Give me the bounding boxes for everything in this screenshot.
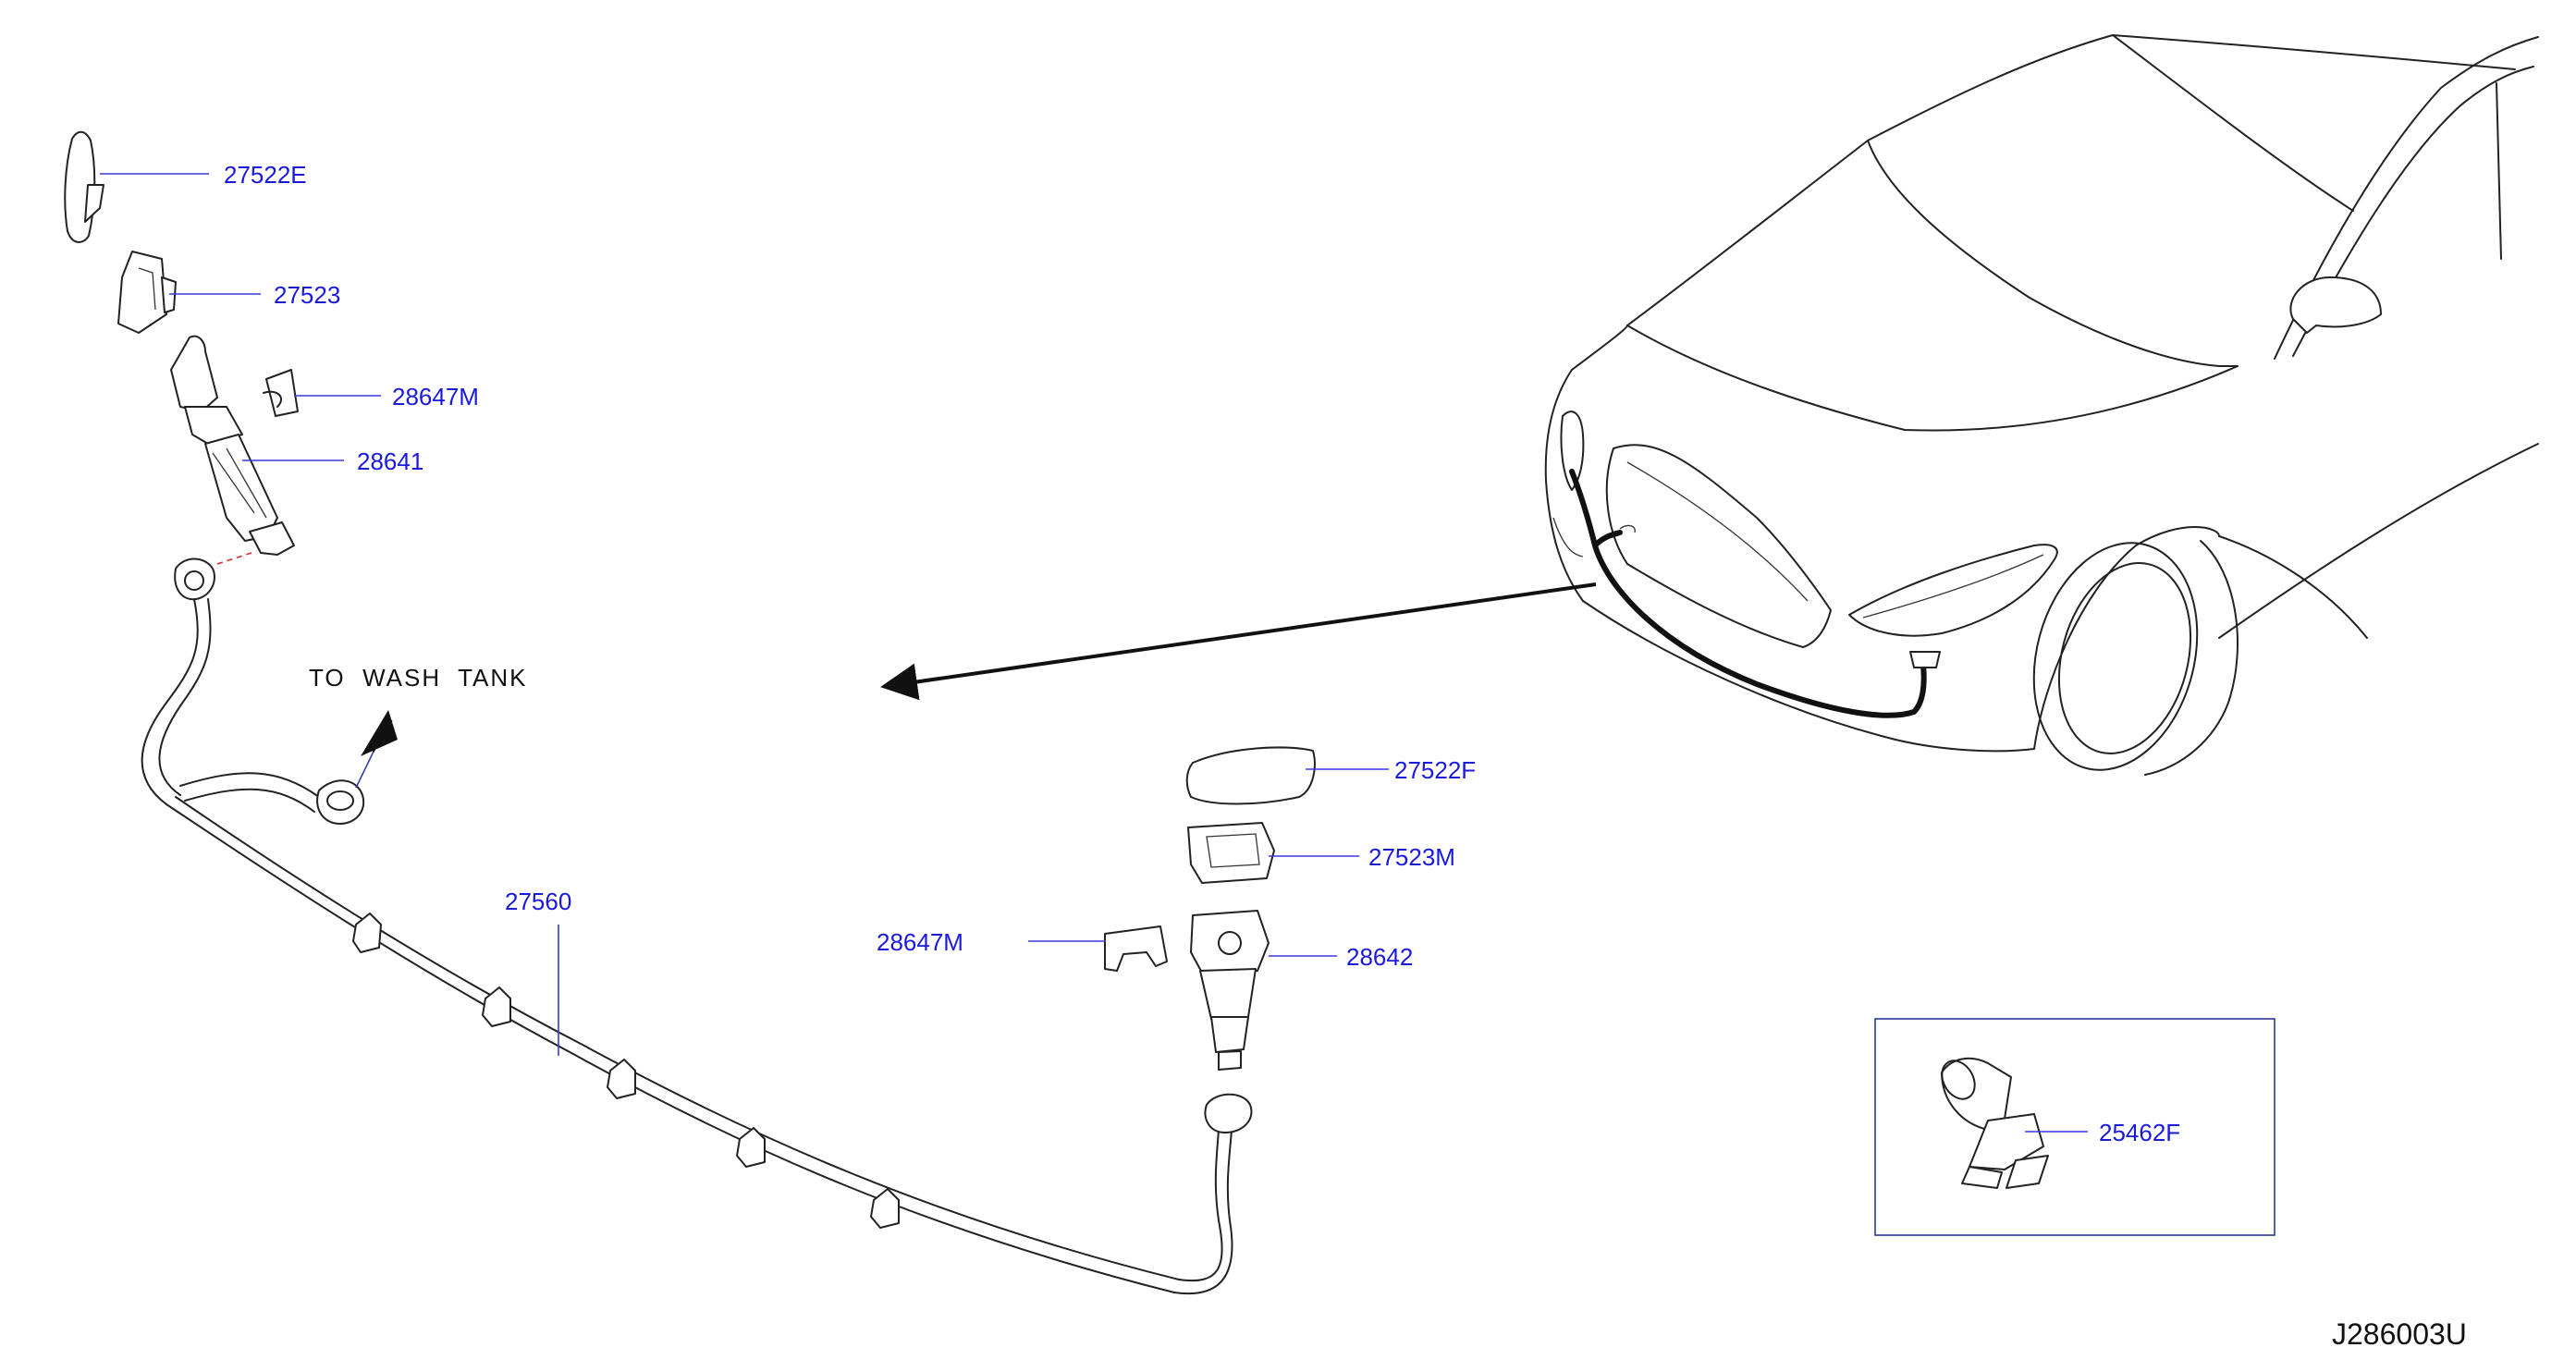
detail-arrow	[880, 582, 1597, 701]
label-27523: 27523	[274, 281, 340, 309]
left-nozzle-assembly	[64, 130, 299, 601]
label-25462F: 25462F	[2099, 1119, 2180, 1146]
vehicle-illustration	[1544, 34, 2539, 776]
label-27523M: 27523M	[1368, 843, 1455, 871]
label-28642: 28642	[1346, 943, 1413, 971]
label-27522E: 27522E	[224, 161, 307, 189]
label-27522F: 27522F	[1394, 756, 1476, 784]
hose-27560	[141, 598, 1253, 1295]
label-28641: 28641	[357, 447, 423, 475]
wash-tank-note: TO WASH TANK	[309, 664, 528, 692]
label-27560: 27560	[505, 888, 571, 915]
right-nozzle-assembly	[1104, 746, 1316, 1071]
label-28647M-right: 28647M	[877, 928, 963, 956]
inset-25462F	[1874, 1018, 2275, 1236]
diagram-code: J286003U	[2332, 1317, 2467, 1351]
label-28647M-left: 28647M	[392, 383, 479, 410]
leader-lines	[100, 173, 2088, 1133]
